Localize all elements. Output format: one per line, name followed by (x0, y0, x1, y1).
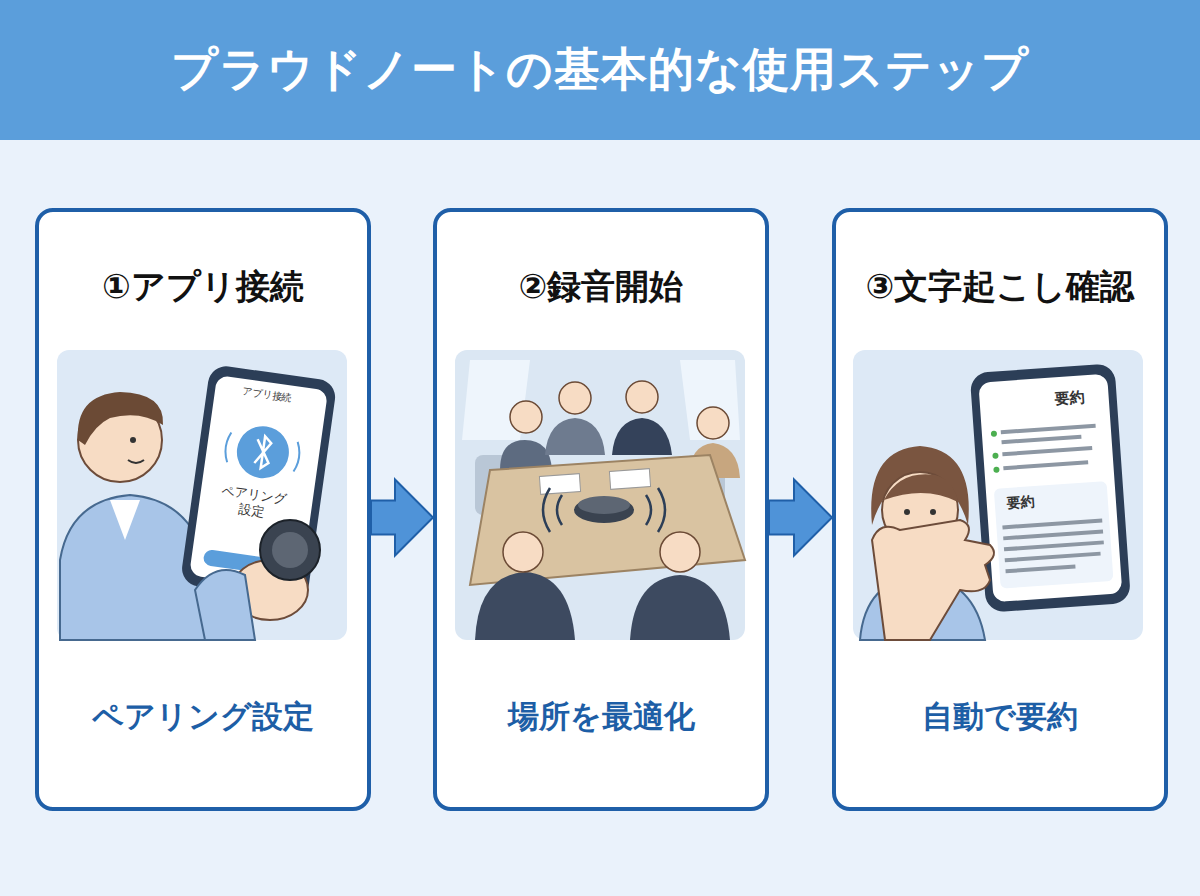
hand (872, 520, 994, 640)
phone-frame (180, 364, 338, 602)
chair (685, 455, 725, 515)
text-line (1005, 552, 1101, 563)
screen-button (203, 549, 292, 577)
person-head (882, 472, 958, 548)
sound-waves (543, 488, 665, 532)
documents (539, 469, 650, 495)
window (462, 360, 740, 440)
illustration-bg (455, 350, 745, 640)
phone (180, 364, 338, 602)
title-text: プラウドノートの基本的な使用ステップ (0, 0, 1200, 140)
person-body (612, 418, 672, 455)
step-arrow (371, 480, 433, 556)
step-heading: ②録音開始 (437, 264, 765, 310)
person-body (475, 572, 575, 640)
summary-card (994, 481, 1114, 589)
meeting-illustration (455, 350, 745, 640)
phone-frame (970, 363, 1131, 613)
text-line (1003, 460, 1088, 470)
recorder-device (574, 497, 634, 523)
text-line (1001, 435, 1081, 445)
signal-arcs (224, 432, 301, 472)
step-heading: ③文字起こし確認 (836, 264, 1164, 310)
title-banner (0, 0, 1200, 140)
person-body (545, 418, 605, 455)
phone-screen (189, 375, 328, 591)
hand (232, 560, 308, 620)
person-head (559, 382, 591, 414)
seated-people (500, 381, 740, 478)
bullet (991, 431, 997, 437)
recorder-top (578, 496, 630, 514)
person-arm (195, 570, 255, 640)
person-body (500, 440, 552, 470)
person-hair (78, 392, 163, 445)
text-line (1001, 424, 1096, 435)
chairs (475, 455, 725, 515)
person-body (688, 443, 740, 478)
bluetooth-circle (234, 423, 293, 482)
person-head (510, 401, 542, 433)
person-body (630, 575, 730, 640)
person-head (78, 398, 162, 482)
person-bangs (884, 474, 958, 502)
recorder-top (272, 532, 308, 568)
step-panel: ③文字起こし確認自動で要約 (832, 208, 1168, 811)
text-line (1002, 518, 1102, 529)
text-line (1002, 446, 1092, 456)
illustration-bg (57, 350, 347, 640)
bullet (992, 453, 998, 459)
step-caption: 自動で要約 (836, 696, 1164, 738)
person-head (660, 532, 700, 572)
person-head (697, 407, 729, 439)
step-caption: ペアリング設定 (39, 696, 367, 738)
chair (475, 455, 515, 515)
illustration-bg (853, 350, 1143, 640)
person-eye (904, 509, 910, 515)
step-heading: ①アプリ接続 (39, 264, 367, 310)
step-caption: 場所を最適化 (437, 696, 765, 738)
document (539, 474, 580, 495)
document (609, 469, 650, 490)
shirt-collar (110, 500, 140, 540)
step-panel: ①アプリ接続ペアリング設定 (35, 208, 371, 811)
bullet (993, 466, 999, 472)
person-mouth (128, 460, 144, 463)
person-head (503, 532, 543, 572)
text-line (1004, 540, 1104, 551)
phone-screen (978, 374, 1122, 602)
summary-illustration (853, 350, 1143, 640)
person-eye (130, 437, 136, 443)
pairing-illustration (57, 350, 347, 640)
recorder-device (260, 520, 320, 580)
person-mouth (912, 530, 928, 533)
person-body (60, 495, 215, 640)
person-head (626, 381, 658, 413)
bluetooth-symbol (254, 435, 272, 469)
person-body (860, 575, 985, 640)
step-arrow (769, 480, 832, 556)
meeting-table (470, 455, 745, 585)
person-eye (930, 509, 936, 515)
step-panel: ②録音開始場所を最適化 (433, 208, 769, 811)
text-line (1005, 564, 1075, 573)
front-people (475, 532, 730, 640)
text-line (1003, 529, 1103, 540)
phone (970, 363, 1131, 613)
person-hair (871, 446, 969, 525)
text-lines (990, 423, 1114, 588)
